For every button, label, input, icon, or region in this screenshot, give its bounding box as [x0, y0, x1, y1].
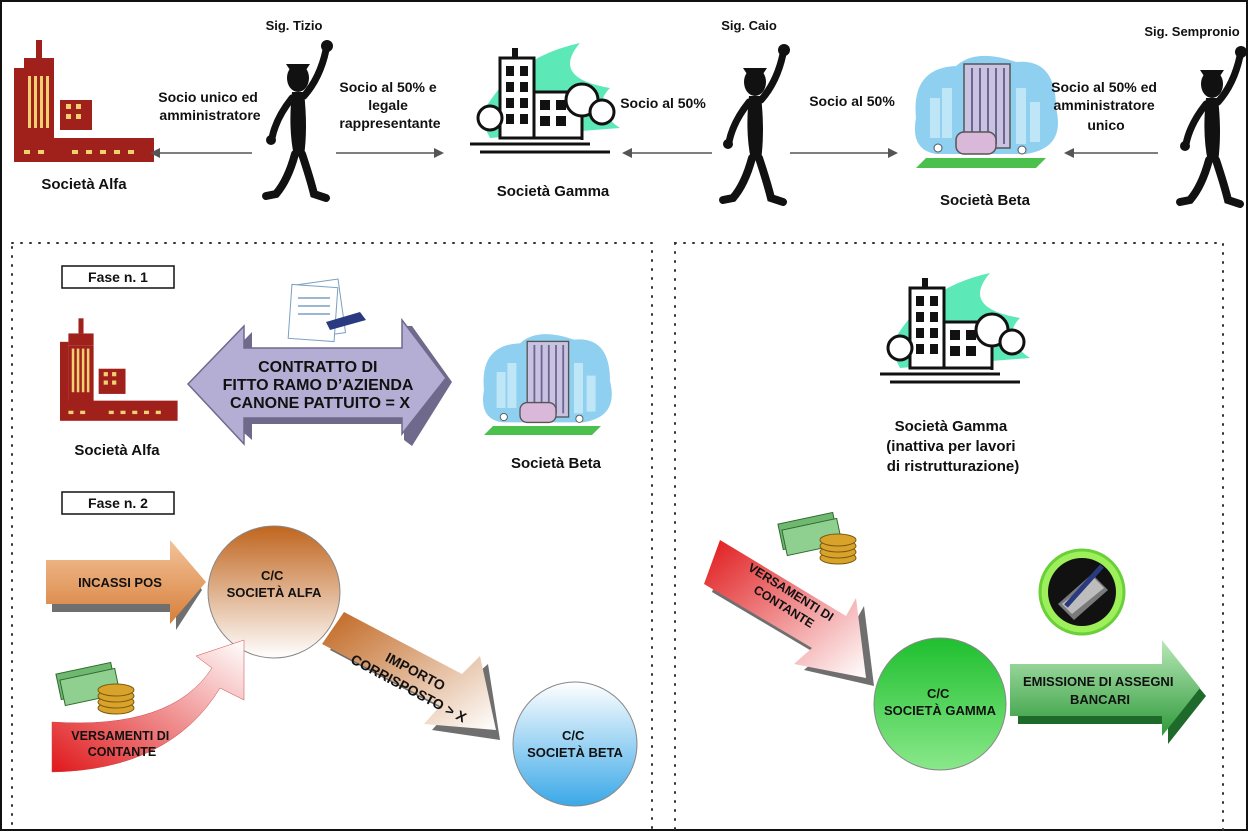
beta-building-icon	[913, 54, 1059, 169]
emissione-text: EMISSIONE DI ASSEGNI BANCARI	[1023, 674, 1177, 707]
arrowhead-tizio-alfa	[150, 148, 160, 158]
cc-beta-text: C/C SOCIETÀ BETA	[527, 728, 623, 760]
cc-gamma-line-1: C/C	[927, 686, 950, 701]
money-icon-right	[777, 511, 857, 565]
arrowhead-caio-beta	[888, 148, 898, 158]
versamenti-curved-arrow: VERSAMENTI DI CONTANTE	[51, 639, 245, 773]
sempronio-beta-line-1: Socio al 50% ed	[1051, 79, 1157, 95]
sempronio-beta-line-2: amministratore	[1053, 97, 1154, 113]
caio-person-icon	[723, 44, 790, 202]
tizio-label: Sig. Tizio	[266, 18, 323, 33]
versamenti-left-line-2: CONTANTE	[88, 745, 157, 759]
emissione-line-1: EMISSIONE DI ASSEGNI	[1023, 674, 1174, 689]
phase1-beta-label: Società Beta	[511, 455, 602, 472]
versamenti-left-text: VERSAMENTI DI CONTANTE	[71, 729, 172, 759]
right-gamma-title: Società Gamma (inattiva per lavori di ri…	[886, 418, 1019, 475]
sempronio-beta-relation: Socio al 50% ed amministratore unico	[1051, 79, 1161, 133]
tizio-gamma-line-2: legale	[368, 97, 408, 113]
cheque-icon	[1038, 548, 1126, 636]
right-gamma-building-icon	[878, 271, 1032, 384]
phase1-alfa-label: Società Alfa	[74, 442, 160, 459]
cc-beta-line-2: SOCIETÀ BETA	[527, 745, 623, 760]
alfa-label: Società Alfa	[41, 176, 127, 193]
money-icon-left	[55, 661, 135, 715]
right-panel	[674, 242, 1224, 831]
gamma-building-icon	[468, 41, 622, 154]
cc-alfa-circle	[207, 525, 341, 659]
cc-gamma-circle	[873, 637, 1007, 771]
emissione-assegni-arrow: EMISSIONE DI ASSEGNI BANCARI	[1010, 640, 1206, 744]
right-gamma-line-2: (inattiva per lavori	[886, 438, 1015, 455]
caio-gamma-relation: Socio al 50%	[620, 95, 706, 111]
arrowhead-sempronio-beta	[1064, 148, 1074, 158]
tizio-gamma-line-1: Socio al 50% e	[339, 79, 436, 95]
left-panel	[11, 242, 653, 831]
phase1-alfa-building-icon	[60, 318, 178, 421]
versamenti-left-line-1: VERSAMENTI DI	[71, 729, 169, 743]
cc-gamma-line-2: SOCIETÀ GAMMA	[884, 703, 997, 718]
tizio-person-icon	[266, 40, 333, 198]
phase1-box	[61, 265, 175, 289]
phase1-label: Fase n. 1	[88, 269, 148, 285]
emissione-line-2: BANCARI	[1070, 692, 1130, 707]
contract-line-2: FITTO RAMO D’AZIENDA	[223, 377, 414, 394]
cc-alfa-text: C/C SOCIETÀ ALFA	[227, 568, 322, 600]
right-gamma-line-1: Società Gamma	[895, 418, 1008, 435]
phase2-box	[61, 491, 175, 515]
contract-double-arrow: CONTRATTO DI FITTO RAMO D’AZIENDA CANONE…	[186, 317, 452, 446]
contract-document-icon	[287, 278, 366, 343]
alfa-building-icon	[14, 40, 154, 162]
incassi-pos-text: INCASSI POS	[78, 575, 162, 590]
right-gamma-line-3: di ristrutturazione)	[887, 458, 1020, 475]
sempronio-beta-line-3: unico	[1087, 117, 1124, 133]
phase1-beta-building-icon	[482, 333, 613, 436]
versamenti-right-arrow: VERSAMENTI DI CONTANTE	[704, 540, 874, 686]
cc-alfa-line-1: C/C	[261, 568, 284, 583]
cc-alfa-line-2: SOCIETÀ ALFA	[227, 585, 322, 600]
tizio-gamma-relation: Socio al 50% e legale rappresentante	[339, 79, 440, 131]
arrowhead-caio-gamma	[622, 148, 632, 158]
importo-arrow: IMPORTO CORRISPOSTO > X	[322, 612, 500, 740]
caio-beta-relation: Socio al 50%	[809, 93, 895, 109]
tizio-gamma-line-3: rappresentante	[339, 115, 440, 131]
tizio-alfa-line-2: amministratore	[159, 107, 260, 123]
contract-line-3: CANONE PATTUITO = X	[230, 395, 410, 412]
tizio-alfa-relation: Socio unico ed amministratore	[158, 89, 261, 123]
contract-line-1: CONTRATTO DI	[258, 359, 377, 376]
sempronio-person-icon	[1180, 46, 1247, 204]
cc-beta-circle	[512, 681, 638, 807]
cc-gamma-text: C/C SOCIETÀ GAMMA	[884, 686, 997, 718]
arrowhead-tizio-gamma	[434, 148, 444, 158]
cc-beta-line-1: C/C	[562, 728, 585, 743]
phase2-label: Fase n. 2	[88, 495, 148, 511]
gamma-label: Società Gamma	[497, 183, 610, 200]
incassi-pos-arrow: INCASSI POS	[46, 540, 206, 630]
caio-label: Sig. Caio	[721, 18, 777, 33]
tizio-alfa-line-1: Socio unico ed	[158, 89, 258, 105]
beta-label: Società Beta	[940, 192, 1031, 209]
sempronio-label: Sig. Sempronio	[1144, 24, 1239, 39]
contract-text: CONTRATTO DI FITTO RAMO D’AZIENDA CANONE…	[223, 359, 418, 412]
